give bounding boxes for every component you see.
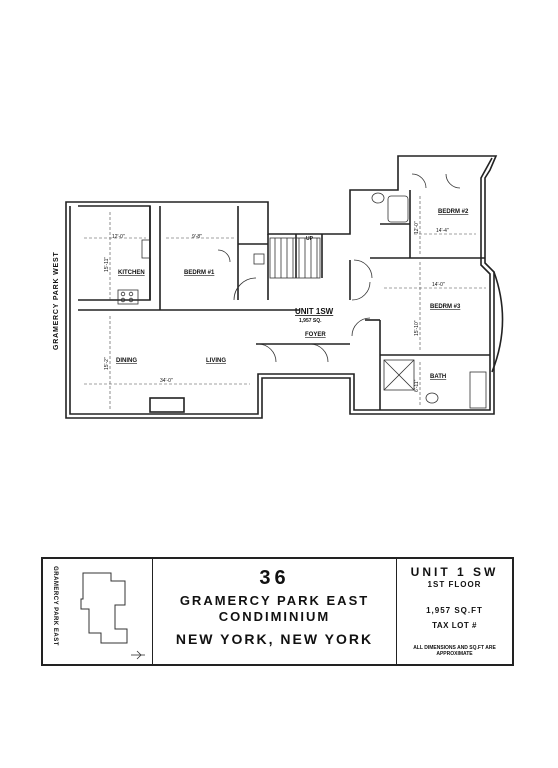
building-city: NEW YORK, NEW YORK [175,631,374,647]
room-label-dining: DINING [116,358,137,364]
dim-bedroom3-depth: 15'-10" [414,320,420,336]
interior-walls [78,190,490,410]
key-plan [80,572,145,660]
dim-bedroom2-width: 14'-4" [436,228,449,234]
dimension-lines [84,196,486,410]
exterior-walls [65,155,504,419]
unit-label: UNIT 1SW [295,307,334,316]
room-label-living: LIVING [206,358,226,364]
key-plan-panel: GRAMERCY PARK EAST [43,559,153,664]
room-label-bath: BATH [430,374,446,380]
unit-area-label: 1,957 SQ. [299,318,322,324]
fireplace [149,397,185,413]
dim-bath-depth: 6'-11" [414,379,420,392]
unit-title: UNIT 1 SW [410,565,499,579]
disclaimer-note: ALL DIMENSIONS AND SQ.FT ARE APPROXIMATE [413,645,496,657]
dim-living-width: 34'-0" [160,378,173,384]
room-label-kitchen: KITCHEN [118,270,145,276]
dim-kitchen-width: 12'-0" [112,234,125,240]
room-label-bedroom1: BEDRM #1 [184,270,215,276]
building-panel: 36 GRAMERCY PARK EAST CONDIMINIUM NEW YO… [153,559,397,664]
key-street-label: GRAMERCY PARK EAST [51,566,58,646]
title-block: GRAMERCY PARK EAST 36 GRAMERCY PARK EAST… [41,557,514,666]
stair-up-label: UP [306,236,314,242]
staircase [269,237,321,279]
building-type: CONDIMINIUM [218,609,331,624]
dim-bedroom1-width: 9'-8" [192,234,202,240]
building-name: GRAMERCY PARK EAST [179,593,370,608]
doors [217,173,461,363]
bath-fixtures [253,192,487,409]
dim-dining-depth: 15'-2" [104,357,110,370]
unit-floor: 1ST FLOOR [427,580,482,589]
unit-panel: UNIT 1 SW 1ST FLOOR 1,957 SQ.FT TAX LOT … [397,559,512,664]
kitchen-fixtures [117,239,151,305]
dim-bedroom3-width: 14'-0" [432,282,445,288]
street-label: GRAMERCY PARK WEST [53,251,60,350]
unit-tax-lot: TAX LOT # [432,621,477,630]
building-number: 36 [259,567,290,589]
dim-bedroom2-depth: 12'-0" [414,221,420,234]
room-label-bedroom3: BEDRM #3 [430,304,461,310]
room-label-bedroom2: BEDRM #2 [438,209,469,215]
dim-kitchen-depth: 15'-11" [104,257,110,272]
room-label-foyer: FOYER [305,332,326,338]
unit-area: 1,957 SQ.FT [426,606,483,615]
